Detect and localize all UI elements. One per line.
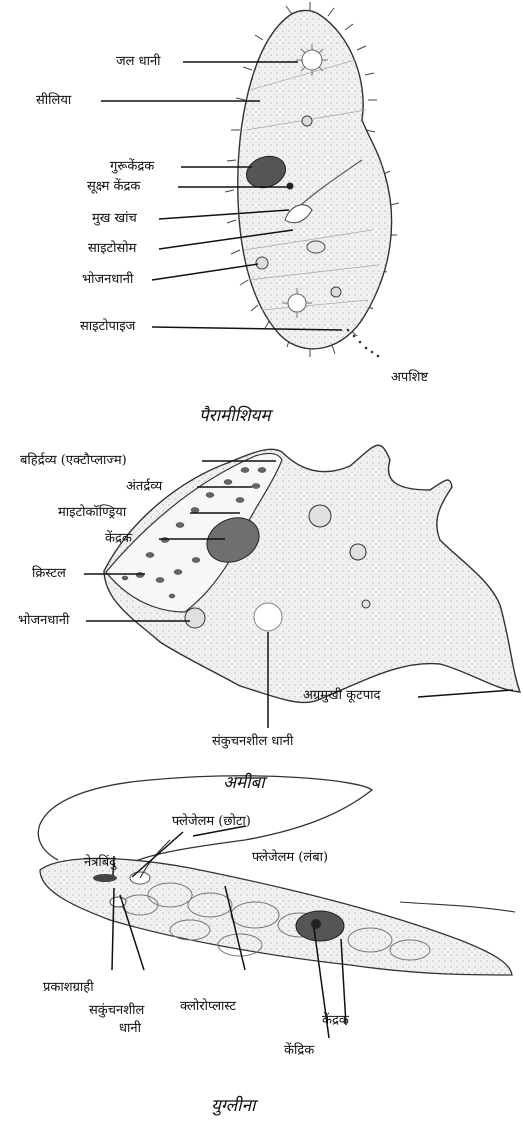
euglena-flagellum-tail — [400, 902, 515, 912]
label-flagellum-short: फ्लेजेलम (छोटा) — [172, 814, 251, 830]
paramecium-cytostome — [307, 241, 325, 253]
label-pseudopod: अग्रमुखी कूटपाद — [303, 688, 380, 704]
amoeba-food-vacuole-4 — [362, 600, 370, 608]
label-cytopyge: साइटोपाइज — [80, 319, 135, 335]
amoeba-food-vacuole — [185, 608, 205, 628]
label-cytostome: साइटोसोम — [88, 241, 136, 257]
label-flagellum-long: फ्लेजेलम (लंबा) — [252, 850, 328, 866]
label-nucleolus: केंद्रिक — [284, 1043, 314, 1059]
euglena-eyespot — [93, 874, 117, 882]
euglena-figure — [38, 776, 515, 1038]
label-macronucleus: गुरूकेंद्रक — [110, 159, 154, 175]
label-nucleus: केंद्रक — [105, 531, 132, 547]
label-crystal: क्रिस्टल — [32, 566, 66, 582]
label-mitochondria: माइटोकॉण्ड्रिया — [58, 505, 126, 521]
paramecium-food-vacuole — [256, 257, 268, 269]
label-oral-groove: मुख खांच — [92, 211, 137, 227]
label-contractile-vacuole-line1: सकुंचनशील — [89, 1003, 144, 1019]
paramecium-micronucleus — [287, 183, 294, 190]
label-micronucleus: सूक्ष्म केंद्रक — [87, 179, 140, 195]
paramecium-food-vacuole-3 — [302, 116, 312, 126]
label-jal-dhani: जल धानी — [116, 54, 161, 70]
caption-euglena: युग्लीना — [211, 1093, 255, 1116]
label-waste: अपशिष्ट — [391, 370, 428, 386]
label-contractile-vacuole: संकुचनशील धानी — [212, 734, 293, 750]
label-contractile-vacuole-line2: धानी — [119, 1021, 141, 1037]
label-ectoplasm: बहिर्द्रव्य (एक्टौप्लाज्म) — [20, 453, 127, 469]
label-endoplasm: अंतर्द्रव्य — [126, 479, 162, 495]
label-chloroplast: क्लोरोप्लास्ट — [180, 999, 236, 1015]
label-food-vacuole: भोजनधानी — [18, 613, 69, 629]
euglena-nucleolus — [311, 919, 321, 929]
label-eyespot: नेत्रबिंदु — [84, 855, 116, 871]
label-photoreceptor: प्रकाशग्राही — [43, 980, 94, 996]
label-cilia: सीलिया — [36, 93, 71, 109]
amoeba-food-vacuole-2 — [309, 505, 331, 527]
label-nucleus: केंद्रक — [322, 1013, 349, 1029]
paramecium-food-vacuole-2 — [331, 287, 341, 297]
amoeba-contractile-vacuole — [254, 603, 282, 631]
caption-paramecium: पैरामीशियम — [199, 403, 271, 426]
label-food-vacuole: भोजनधानी — [82, 272, 133, 288]
caption-amoeba: अमीबा — [223, 770, 265, 793]
paramecium-water-vacuole-bottom — [288, 294, 306, 312]
amoeba-food-vacuole-3 — [350, 544, 366, 560]
